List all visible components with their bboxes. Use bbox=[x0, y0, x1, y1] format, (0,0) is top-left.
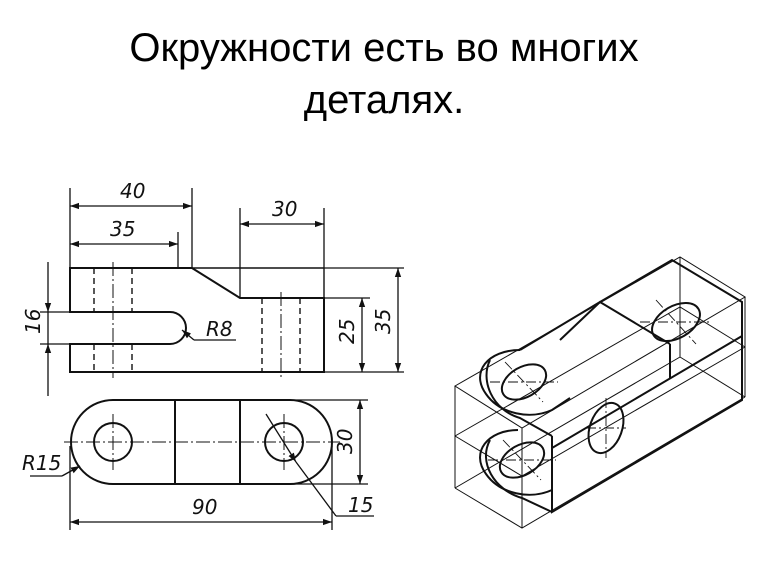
iso-hole-upper-lug bbox=[500, 363, 548, 401]
dimension-lines bbox=[30, 188, 404, 530]
front-view bbox=[69, 262, 325, 378]
dim-label-35-side: 35 bbox=[371, 309, 395, 334]
iso-hole-lower-lug bbox=[498, 441, 546, 479]
dim-label-40: 40 bbox=[120, 179, 145, 203]
iso-hole-top bbox=[651, 302, 701, 342]
dim-label-16: 16 bbox=[21, 309, 45, 334]
title-line-2: деталях. bbox=[303, 78, 465, 122]
dim-15-leader bbox=[265, 413, 297, 463]
dim-label-r15: R15 bbox=[22, 451, 61, 475]
dimension-labels: 40 35 30 16 R8 25 35 30 R15 90 15 bbox=[21, 179, 395, 519]
dim-label-30-side: 30 bbox=[333, 429, 357, 454]
dim-label-15: 15 bbox=[348, 493, 373, 517]
front-hidden-lines bbox=[93, 268, 301, 372]
top-view bbox=[64, 399, 340, 485]
dim-label-90: 90 bbox=[192, 495, 217, 519]
iso-construction-box bbox=[454, 256, 746, 529]
iso-body bbox=[479, 258, 743, 514]
iso-center-lines bbox=[488, 299, 712, 481]
isometric-view bbox=[454, 256, 746, 529]
iso-slot-side bbox=[587, 401, 625, 455]
slide-title: Окружности есть во многих деталях. bbox=[0, 22, 768, 126]
dim-label-35: 35 bbox=[110, 217, 135, 241]
dim-label-r8: R8 bbox=[206, 317, 233, 341]
front-view-outline bbox=[69, 267, 325, 373]
top-center-lines bbox=[64, 414, 340, 470]
title-line-1: Окружности есть во многих bbox=[129, 26, 639, 70]
dim-label-25: 25 bbox=[335, 319, 359, 344]
dim-label-30-top: 30 bbox=[272, 197, 297, 221]
